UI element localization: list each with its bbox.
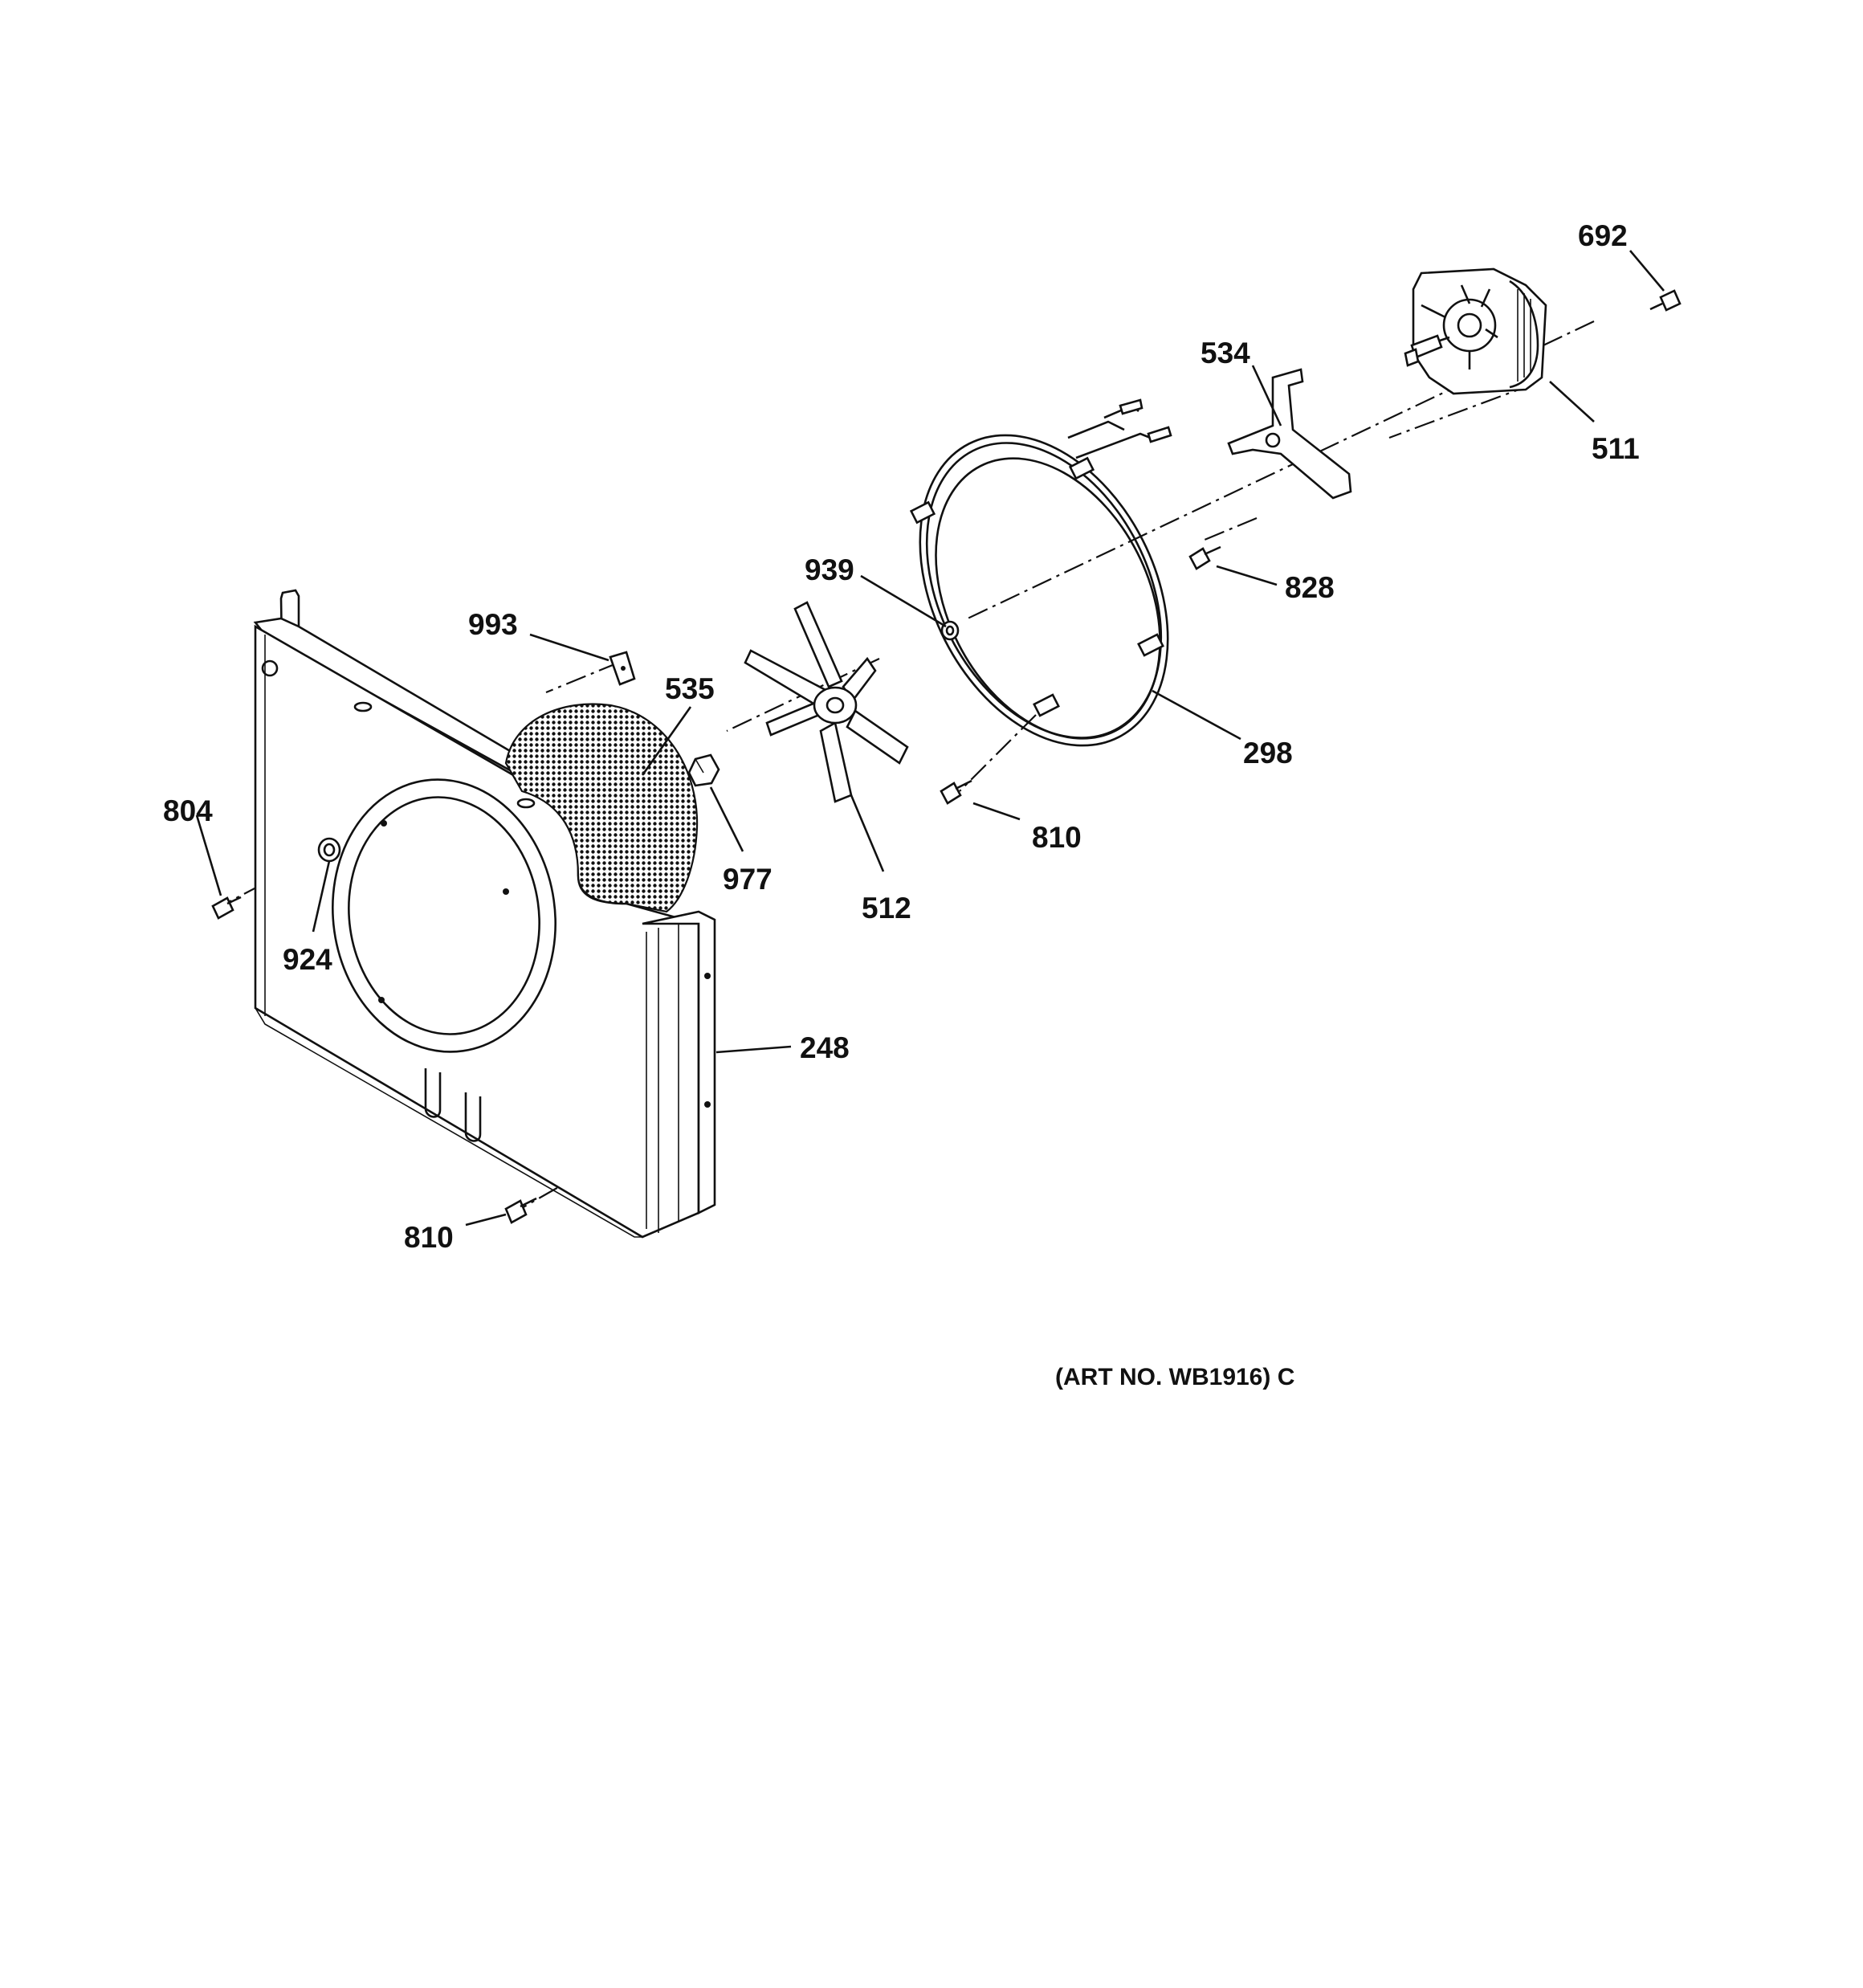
callout-828: 828 <box>1285 571 1335 604</box>
fan-shield-panel-248 <box>253 589 716 1239</box>
clip-993 <box>609 651 636 686</box>
nut-977 <box>687 753 720 787</box>
motor-bracket-534 <box>1227 368 1352 500</box>
art-number-label: (ART NO. WB1916) C <box>1055 1364 1294 1390</box>
callout-939: 939 <box>805 553 854 586</box>
washer-924 <box>317 837 341 863</box>
screw-692 <box>1649 289 1682 312</box>
screw-810-upper <box>940 779 972 805</box>
callout-692: 692 <box>1578 219 1628 252</box>
callout-810-lower: 810 <box>404 1221 454 1254</box>
fan-motor-511 <box>1404 267 1547 395</box>
callout-993: 993 <box>468 608 518 641</box>
callout-810-upper: 810 <box>1032 821 1082 854</box>
callout-511: 511 <box>1592 432 1640 465</box>
callout-512: 512 <box>862 892 911 925</box>
callout-535: 535 <box>665 672 715 705</box>
mesh-screen-535 <box>504 703 699 913</box>
screw-804 <box>211 896 242 920</box>
callout-numbers: 692 534 511 828 939 993 535 298 804 977 … <box>163 219 1640 1254</box>
callout-924: 924 <box>283 943 332 976</box>
screw-810-lower <box>504 1197 537 1224</box>
fan-blade-512 <box>744 601 909 803</box>
heating-element-298 <box>909 398 1172 747</box>
callout-804: 804 <box>163 794 213 827</box>
callout-534: 534 <box>1201 337 1250 369</box>
callout-leaders <box>195 250 1665 1227</box>
callout-248: 248 <box>800 1031 850 1064</box>
screw-828 <box>1188 545 1221 570</box>
callout-977: 977 <box>723 863 773 896</box>
callout-298: 298 <box>1243 737 1293 769</box>
